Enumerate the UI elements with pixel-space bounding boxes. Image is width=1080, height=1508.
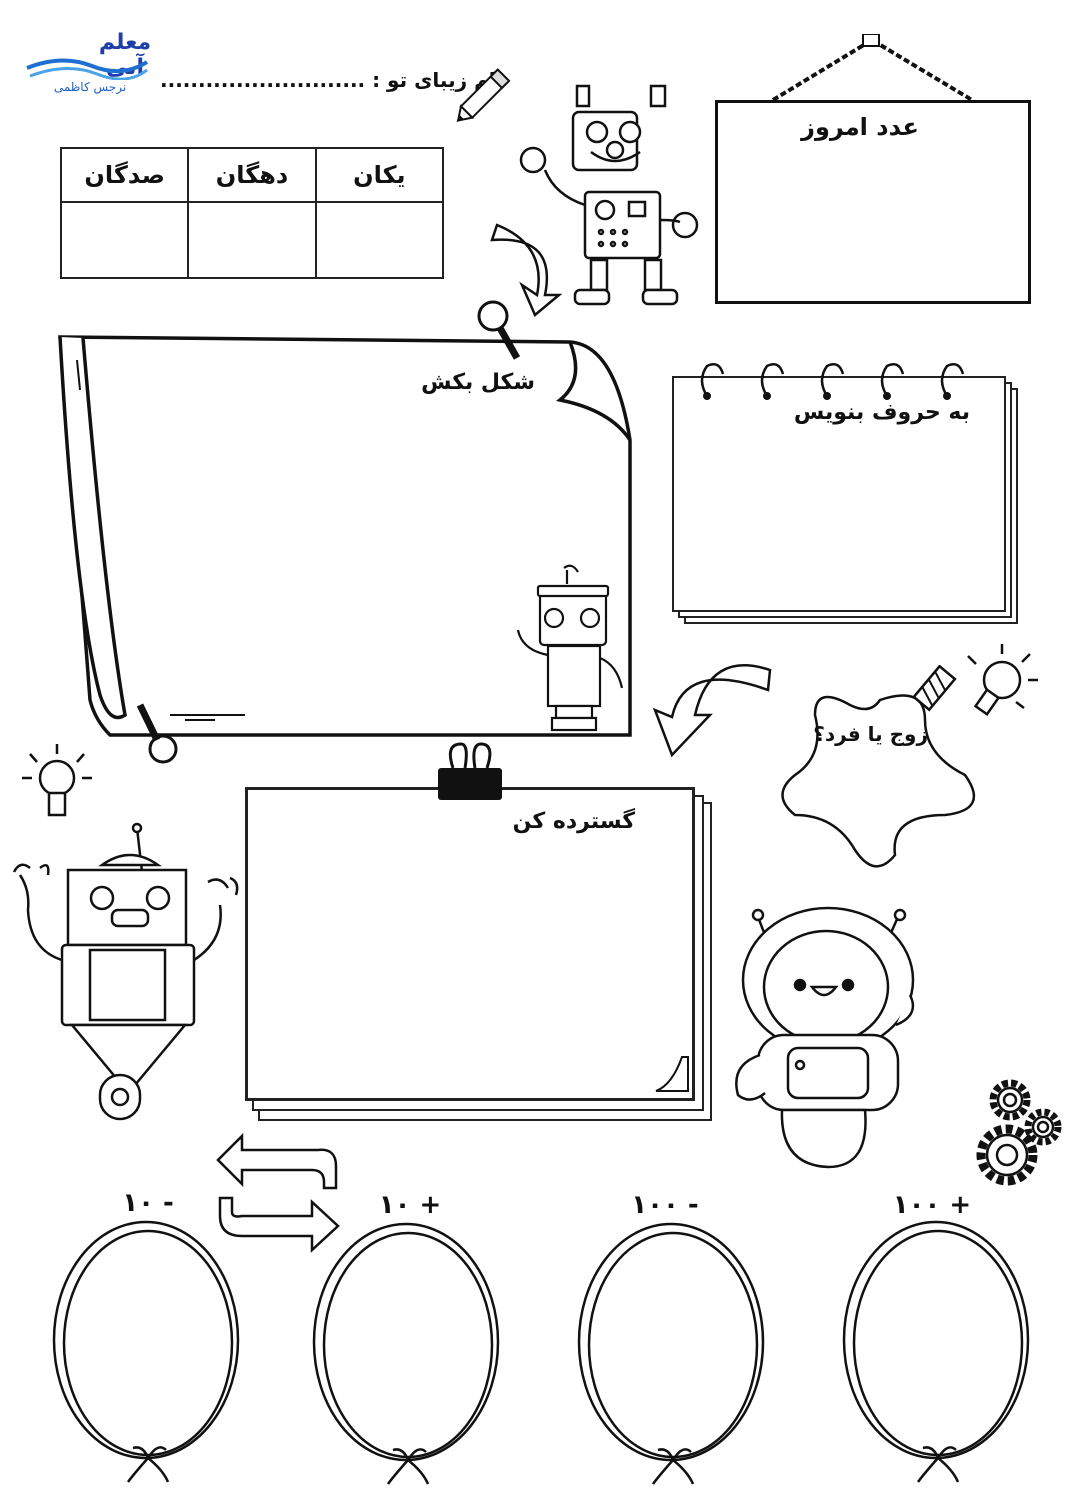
curved-arrow-left-icon bbox=[652, 664, 772, 758]
hanging-rope-icon bbox=[771, 34, 974, 102]
name-field-label[interactable]: نام زیبای تو : .........................… bbox=[160, 68, 504, 92]
header-hundreds: صدگان bbox=[59, 147, 190, 203]
today-number-board bbox=[715, 100, 1031, 304]
gears-icon bbox=[976, 1079, 1062, 1186]
operation-label-plus-100: + ۱۰۰ bbox=[892, 1190, 972, 1220]
answer-balloon-minus-10[interactable] bbox=[48, 1220, 248, 1490]
place-value-table: یکان دهگان صدگان bbox=[59, 147, 445, 279]
draw-shape-title: شکل بکش bbox=[421, 370, 535, 395]
even-odd-title: زوج یا فرد؟ bbox=[813, 722, 928, 746]
robot-wrench-icon bbox=[12, 822, 239, 1121]
write-in-letters-title: به حروف بنویس bbox=[793, 400, 970, 425]
astronaut-robot-icon bbox=[735, 906, 915, 1169]
even-odd-star bbox=[781, 665, 976, 868]
page-curl-icon bbox=[655, 1056, 689, 1092]
write-in-letters-notebook bbox=[672, 376, 1006, 612]
draw-shape-paper bbox=[58, 300, 632, 764]
expand-paper bbox=[245, 787, 695, 1101]
today-number-title: عدد امروز bbox=[801, 113, 919, 141]
operation-label-minus-10: - ۱۰ bbox=[122, 1188, 174, 1218]
operation-label-minus-100: - ۱۰۰ bbox=[631, 1190, 699, 1220]
operation-label-plus-10: + ۱۰ bbox=[378, 1190, 442, 1220]
light-bulb-icon bbox=[22, 744, 92, 817]
cell-ones[interactable] bbox=[314, 201, 445, 279]
pencil-icon bbox=[456, 68, 511, 123]
logo-wave-icon bbox=[26, 58, 149, 80]
robot-waving-icon bbox=[519, 84, 699, 306]
small-robot-icon bbox=[516, 564, 624, 732]
answer-balloon-plus-100[interactable] bbox=[838, 1220, 1038, 1490]
answer-balloon-minus-100[interactable] bbox=[573, 1222, 773, 1492]
curved-arrow-down-icon bbox=[490, 223, 562, 318]
logo-subtitle: نرجس کاظمی bbox=[53, 80, 127, 94]
cell-hundreds[interactable] bbox=[59, 201, 190, 279]
header-ones: یکان bbox=[314, 147, 445, 203]
answer-balloon-plus-10[interactable] bbox=[308, 1222, 508, 1492]
swap-arrows-icon bbox=[216, 1132, 340, 1253]
cell-tens[interactable] bbox=[187, 201, 317, 279]
notebook-spiral-icon bbox=[700, 363, 965, 400]
header-tens: دهگان bbox=[187, 147, 317, 203]
binder-clip-icon bbox=[438, 742, 502, 800]
expand-title: گسترده کن bbox=[512, 809, 635, 834]
light-bulb-icon bbox=[967, 644, 1038, 716]
